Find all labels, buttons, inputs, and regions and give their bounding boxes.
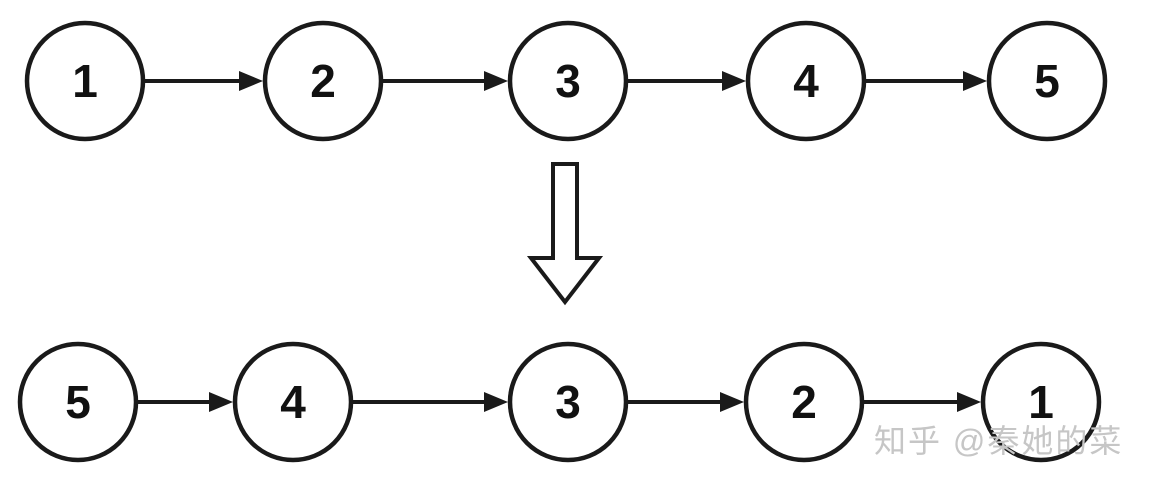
linked-list-reversed: 5 4 3 2 1 [17, 341, 1102, 463]
arrowhead-icon [720, 392, 744, 412]
node-circle [986, 20, 1108, 142]
node-value: 5 [1034, 55, 1060, 107]
node-circle [507, 20, 629, 142]
list-node-2: 2 [743, 341, 865, 463]
list-node-3: 3 [507, 341, 629, 463]
list-node-2: 2 [262, 20, 384, 142]
node-circle [743, 341, 865, 463]
arrowhead-icon [239, 71, 263, 91]
node-circle [262, 20, 384, 142]
node-value: 2 [791, 376, 817, 428]
list-node-3: 3 [507, 20, 629, 142]
arrowhead-icon [957, 392, 981, 412]
node-circle [507, 341, 629, 463]
node-value: 3 [555, 55, 581, 107]
node-circle [745, 20, 867, 142]
arrowhead-icon [722, 71, 746, 91]
node-value: 4 [793, 55, 819, 107]
node-circle [24, 20, 146, 142]
arrowhead-icon [484, 392, 508, 412]
list-node-4: 4 [745, 20, 867, 142]
node-value: 4 [280, 376, 306, 428]
node-value: 5 [65, 376, 91, 428]
node-circle [17, 341, 139, 463]
node-circle [232, 341, 354, 463]
list-node-1: 1 [24, 20, 146, 142]
list-node-5: 5 [17, 341, 139, 463]
node-value: 1 [72, 55, 98, 107]
list-node-1: 1 [980, 341, 1102, 463]
list-node-5: 5 [986, 20, 1108, 142]
node-value: 3 [555, 376, 581, 428]
down-arrow-icon [526, 162, 604, 306]
node-value: 2 [310, 55, 336, 107]
arrowhead-icon [484, 71, 508, 91]
node-value: 1 [1028, 376, 1054, 428]
arrowhead-icon [209, 392, 233, 412]
watermark-text: 知乎 @秦她的菜 [874, 423, 1124, 459]
linked-list-original: 1 2 3 4 5 [24, 20, 1108, 142]
arrowhead-icon [963, 71, 987, 91]
list-node-4: 4 [232, 341, 354, 463]
node-circle [980, 341, 1102, 463]
